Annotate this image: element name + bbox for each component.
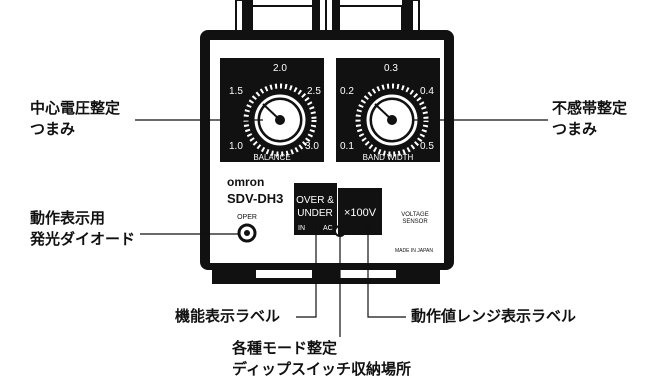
brand-logo: omron [227, 175, 264, 189]
top-bracket [235, 0, 420, 35]
balance-scale-5: 3.0 [305, 141, 319, 152]
callout-function-label-line1: 機能表示ラベル [175, 307, 281, 325]
callout-range-label-line1: 動作値レンジ表示ラベル [411, 307, 577, 325]
bandwidth-scale-4: 0.4 [420, 86, 434, 97]
made-in-label: MADE IN JAPAN [395, 248, 433, 254]
bandwidth-scale-5: 0.5 [420, 141, 434, 152]
callout-function-label: 機能表示ラベル [175, 306, 280, 327]
range-label: ×100V [344, 207, 377, 219]
callout-insensitive-band-knob: 不感帯整定 つまみ [552, 98, 627, 140]
model-name: SDV-DH3 [227, 191, 283, 206]
bandwidth-label: BAND WIDTH [363, 153, 414, 162]
mode-sub-right: AC [323, 225, 333, 232]
oper-label: OPER [237, 214, 257, 221]
callout-dip-switch: 各種モード整定 ディップスイッチ収納場所 [232, 338, 411, 380]
callout-center-voltage-knob-line2: つまみ [30, 120, 76, 138]
sensor-label-line1: VOLTAGE [401, 212, 428, 218]
range-label-area: ×100V [338, 188, 382, 235]
callout-center-voltage-knob: 中心電圧整定 つまみ [30, 98, 120, 140]
balance-scale-1: 1.0 [229, 141, 243, 152]
bandwidth-scale-1: 0.1 [340, 141, 354, 152]
leader-lines [135, 119, 548, 337]
bandwidth-dial-block: 0.1 0.2 0.3 0.4 0.5 BAND WIDTH [336, 58, 440, 162]
mode-sub-left: IN [298, 225, 305, 232]
callout-insensitive-band-knob-line2: つまみ [552, 120, 598, 138]
callout-operation-led: 動作表示用 発光ダイオード [30, 208, 135, 250]
sensor-label-line2: SENSOR [402, 219, 428, 225]
callout-range-label: 動作値レンジ表示ラベル [411, 306, 576, 327]
balance-scale-4: 2.5 [307, 86, 321, 97]
balance-dial-block: 1.0 1.5 2.0 2.5 3.0 BALANCE [220, 58, 324, 162]
callout-dip-switch-line2: ディップスイッチ収納場所 [232, 360, 411, 378]
callout-operation-led-line1: 動作表示用 [30, 209, 106, 227]
balance-scale-2: 1.5 [229, 86, 243, 97]
function-label-area: OVER & UNDER IN AC [294, 183, 346, 237]
callout-center-voltage-knob-line1: 中心電圧整定 [30, 99, 121, 117]
mode-label-line2: UNDER [297, 208, 333, 219]
callout-operation-led-line2: 発光ダイオード [30, 230, 136, 248]
balance-label: BALANCE [253, 153, 290, 162]
callout-dip-switch-line1: 各種モード整定 [232, 339, 338, 357]
bandwidth-scale-3: 0.3 [384, 63, 398, 74]
balance-scale-3: 2.0 [273, 63, 287, 74]
bandwidth-scale-2: 0.2 [340, 86, 354, 97]
mode-label-line1: OVER & [296, 195, 334, 206]
callout-insensitive-band-knob-line1: 不感帯整定 [552, 99, 628, 117]
